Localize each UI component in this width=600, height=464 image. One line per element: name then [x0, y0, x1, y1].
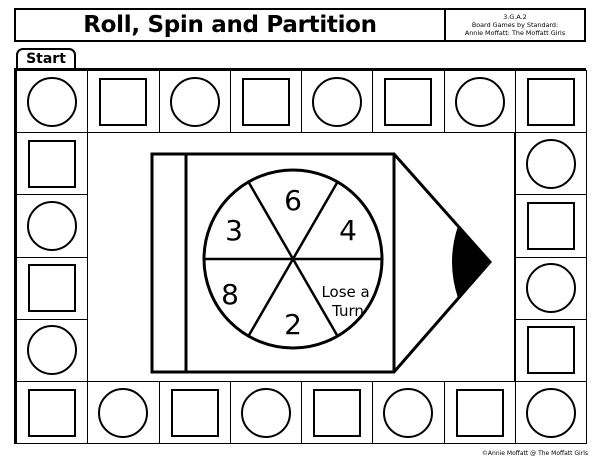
circle-icon — [169, 76, 220, 127]
standard-code: 3.G.A.2 — [503, 13, 527, 21]
square-icon — [455, 388, 504, 437]
board-space-bottom-7[interactable] — [443, 381, 516, 445]
circle-icon — [525, 138, 576, 189]
board-space-bottom-1[interactable] — [16, 381, 89, 445]
spinner-section-lose-a-turn: Lose a Turn — [321, 283, 374, 320]
credit-footer: ©Annie Moffatt @ The Moffatt Girls — [481, 450, 588, 457]
pencil-spinner: 6 4 3 8 2 Lose a Turn — [150, 152, 492, 374]
circle-icon — [525, 387, 576, 438]
board-space-left-1[interactable] — [16, 132, 89, 196]
circle-icon — [240, 387, 291, 438]
spinner-section-8: 8 — [221, 278, 239, 311]
square-icon — [28, 388, 77, 437]
square-icon — [28, 139, 77, 188]
board-space-top-4[interactable] — [229, 70, 302, 134]
lose-turn-line-1: Lose a — [321, 283, 369, 301]
board-space-left-3[interactable] — [16, 256, 89, 320]
square-icon — [526, 326, 575, 375]
square-icon — [526, 201, 575, 250]
circle-icon — [383, 387, 434, 438]
board-space-top-8[interactable] — [514, 70, 587, 134]
square-icon — [28, 264, 77, 313]
board-space-top-5[interactable] — [301, 70, 374, 134]
board-space-bottom-6[interactable] — [372, 381, 445, 445]
square-icon — [313, 388, 362, 437]
board-space-bottom-5[interactable] — [301, 381, 374, 445]
board-space-top-2[interactable] — [87, 70, 160, 134]
spinner-section-4: 4 — [339, 214, 357, 247]
series-label: Board Games by Standard: — [471, 21, 559, 29]
board-space-top-1[interactable] — [16, 70, 89, 134]
circle-icon — [27, 76, 78, 127]
lose-turn-line-2: Turn — [331, 302, 364, 320]
square-icon — [99, 77, 148, 126]
board-space-right-4[interactable] — [514, 318, 587, 382]
circle-icon — [525, 263, 576, 314]
board-space-bottom-2[interactable] — [87, 381, 160, 445]
square-icon — [241, 77, 290, 126]
circle-icon — [98, 387, 149, 438]
pencil-lead-tip — [452, 226, 490, 298]
game-board: 6 4 3 8 2 Lose a Turn — [14, 68, 587, 445]
board-space-right-1[interactable] — [514, 132, 587, 196]
board-space-left-4[interactable] — [16, 318, 89, 382]
board-center — [87, 132, 515, 382]
board-space-bottom-8[interactable] — [514, 381, 587, 445]
circle-icon — [454, 76, 505, 127]
circle-icon — [312, 76, 363, 127]
board-space-top-6[interactable] — [372, 70, 445, 134]
spinner-section-6: 6 — [284, 184, 302, 217]
board-space-top-3[interactable] — [158, 70, 231, 134]
circle-icon — [27, 325, 78, 376]
board-space-left-2[interactable] — [16, 194, 89, 258]
square-icon — [526, 77, 575, 126]
spinner-section-3: 3 — [225, 214, 243, 247]
circle-icon — [27, 200, 78, 251]
square-icon — [170, 388, 219, 437]
board-space-right-3[interactable] — [514, 256, 587, 320]
board-space-top-7[interactable] — [443, 70, 516, 134]
board-space-bottom-4[interactable] — [229, 381, 302, 445]
spinner-section-2: 2 — [284, 308, 302, 341]
board-space-right-2[interactable] — [514, 194, 587, 258]
board-space-bottom-3[interactable] — [158, 381, 231, 445]
header-bar: Roll, Spin and Partition 3.G.A.2 Board G… — [14, 8, 586, 42]
square-icon — [384, 77, 433, 126]
start-tab: Start — [16, 48, 76, 68]
author-label: Annie Moffatt: The Moffatt Girls — [464, 29, 566, 37]
standard-info: 3.G.A.2 Board Games by Standard: Annie M… — [446, 10, 584, 40]
page-title: Roll, Spin and Partition — [16, 10, 446, 40]
